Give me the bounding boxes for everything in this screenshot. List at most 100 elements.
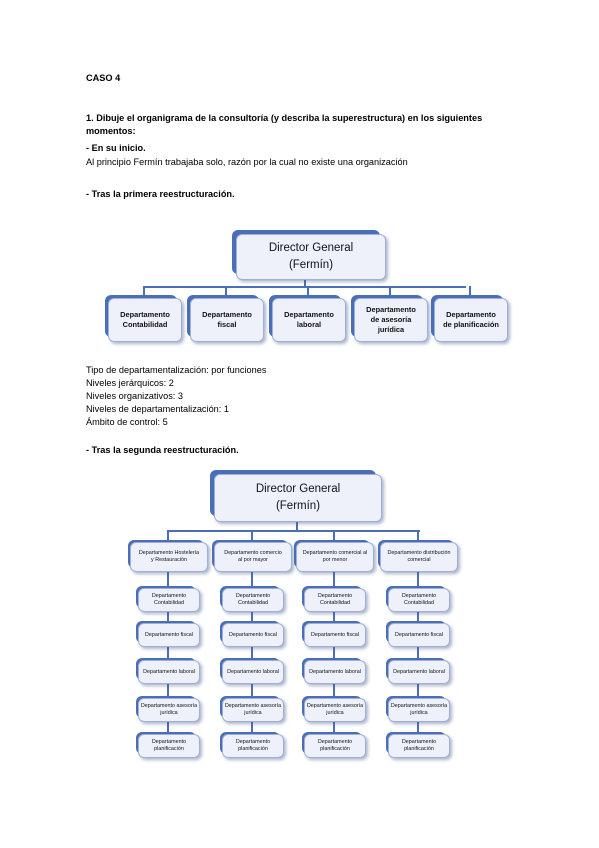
subdepartment-box-label-line: Departamento fiscal — [229, 631, 277, 638]
division-box-label-line: Departamento comercial al — [302, 550, 368, 556]
subdepartment-box-label-line: Departamento asesoría — [390, 703, 448, 709]
connector-line — [144, 286, 466, 288]
subdepartment-box-label-line: jurídica — [244, 710, 262, 716]
connector-line — [167, 530, 169, 540]
division-box-label-line: por menor — [322, 557, 348, 563]
department-box-label-line: Departamento — [446, 310, 496, 319]
director-general-box-label-line: (Fermín) — [288, 259, 334, 271]
section1-text: Al principio Fermín trabajaba solo, razó… — [86, 157, 408, 167]
department-box-label-line: fiscal — [217, 320, 237, 329]
subdepartment-box-label-line: Contabilidad — [404, 600, 434, 606]
subdepartment-box-label: Departamento laboral — [227, 669, 279, 676]
connector-line — [417, 566, 419, 744]
connector-line — [296, 521, 298, 531]
division-box-label-line: y Restauración — [151, 557, 187, 563]
subdepartment-box: Departamento laboral — [138, 660, 200, 684]
subdepartment-box-label-line: planificación — [320, 746, 350, 752]
department-box-label-line: de asesoría — [370, 315, 412, 324]
subdepartment-box: Departamento fiscal — [138, 623, 200, 647]
connector-line — [333, 566, 335, 744]
subdepartment-box-label-line: Departamento — [235, 593, 271, 599]
subdepartment-box: Departamento fiscal — [304, 623, 366, 647]
subdepartment-box-label-line: Departamento — [317, 593, 353, 599]
division-box-label-line: Departamento comercio — [224, 550, 282, 556]
subdepartment-box-label-line: jurídica — [410, 710, 428, 716]
subdepartment-box: Departamento laboral — [304, 660, 366, 684]
subdepartment-box-label-line: Departamento laboral — [227, 668, 279, 675]
fact-niveles-departamentalizacion: Niveles de departamentalización: 1 — [86, 404, 229, 414]
subdepartment-box-label-line: Contabilidad — [154, 600, 184, 606]
subdepartment-box-label-line: planificación — [404, 746, 434, 752]
subdepartment-box-label-line: planificación — [238, 746, 268, 752]
division-box-label-line: Departamento distribución — [387, 550, 451, 556]
subdepartment-box-label: Departamento fiscal — [145, 632, 193, 639]
fact-tipo: Tipo de departamentalización: por funcio… — [86, 365, 267, 375]
subdepartment-box-label-line: Departamento asesoría — [224, 703, 282, 709]
department-box-label-line: de planificación — [443, 320, 499, 329]
connector-line — [251, 530, 253, 540]
subdepartment-box: Departamento fiscal — [388, 623, 450, 647]
question-line-1: 1. Dibuje el organigrama de la consultor… — [86, 113, 483, 123]
subdepartment-box-label-line: Departamento laboral — [393, 668, 445, 675]
division-box-label-line: al por mayor — [238, 557, 268, 563]
subdepartment-box-label: Departamento fiscal — [229, 632, 277, 639]
division-box-label-line: Departamento Hostelería — [138, 550, 200, 556]
director-general-box-2-label-line: (Fermín) — [275, 500, 321, 512]
department-box-label-line: Departamento — [120, 310, 170, 319]
subdepartment-box-label-line: Departamento asesoría — [306, 703, 364, 709]
subdepartment-box-label: Departamento laboral — [393, 669, 445, 676]
director-general-box: Director General(Fermín) — [236, 234, 386, 280]
connector-line — [333, 530, 335, 540]
department-box-label-line: laboral — [296, 320, 322, 329]
connector-line — [143, 286, 145, 296]
subdepartment-box-label: Departamento fiscal — [311, 632, 359, 639]
division-box-label-line: comercial — [407, 557, 431, 563]
subdepartment-box-label: Departamento fiscal — [395, 632, 443, 639]
subdepartment-box-label-line: Departamento fiscal — [145, 631, 193, 638]
department-box-label-line: Departamento — [202, 310, 252, 319]
subdepartment-box-label-line: Departamento laboral — [309, 668, 361, 675]
subdepartment-box-label: Departamento laboral — [309, 669, 361, 676]
fact-niveles-jerarquicos: Niveles jerárquicos: 2 — [86, 378, 174, 388]
subdepartment-box-label-line: jurídica — [160, 710, 178, 716]
fact-ambito-control: Ámbito de control: 5 — [86, 417, 168, 427]
connector-line — [469, 286, 471, 296]
subdepartment-box-label-line: Departamento — [317, 739, 353, 745]
fact-niveles-organizativos: Niveles organizativos: 3 — [86, 391, 184, 401]
subdepartment-box-label-line: Departamento — [235, 739, 271, 745]
department-box-label-line: Contabilidad — [122, 320, 168, 329]
subdepartment-box: Departamento laboral — [222, 660, 284, 684]
subdepartment-box-label-line: planificación — [154, 746, 184, 752]
director-general-box-2: Director General(Fermín) — [214, 474, 382, 522]
caso-title: CASO 4 — [86, 73, 121, 83]
subdepartment-box-label-line: Departamento — [401, 739, 437, 745]
